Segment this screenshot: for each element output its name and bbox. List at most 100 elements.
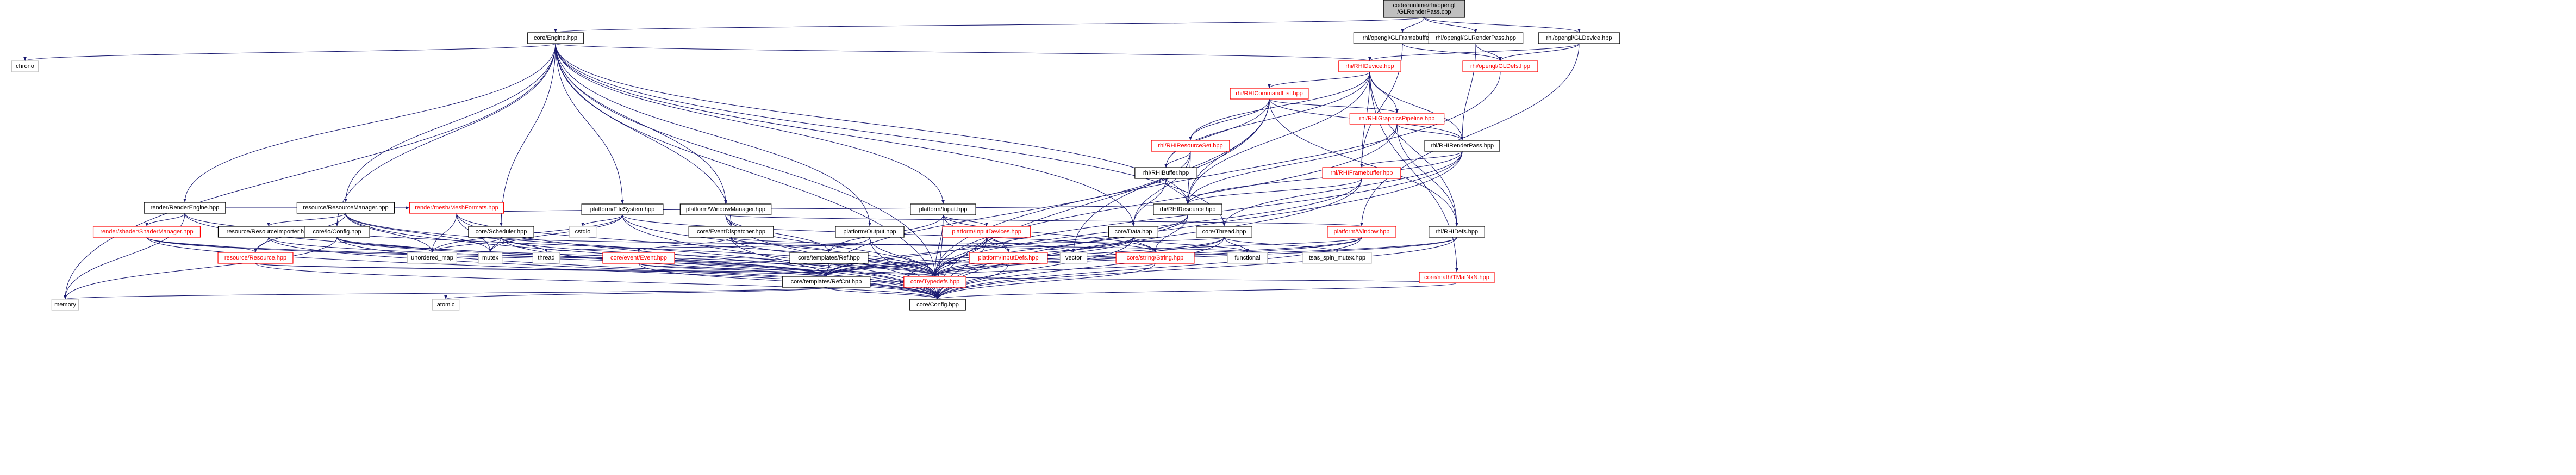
node-n9[interactable]: rhi/RHIGraphicsPipeline.hpp: [1349, 113, 1445, 125]
node-n10[interactable]: rhi/RHIResourceSet.hpp: [1151, 140, 1230, 152]
node-label: core/EventDispatcher.hpp: [697, 229, 765, 235]
edge-n36-n46: [638, 263, 937, 277]
edge-n28-n49: [936, 237, 987, 300]
node-label: core/Engine.hpp: [534, 35, 577, 41]
edge-n31-n45: [825, 237, 1362, 277]
node-label: platform/Window.hpp: [1334, 229, 1390, 235]
node-n7[interactable]: rhi/opengl/GLDefs.hpp: [1462, 60, 1538, 72]
node-box: [1115, 252, 1195, 264]
edge-n45-n49: [826, 287, 939, 300]
edge-n1-n19: [555, 43, 945, 205]
node-n30[interactable]: core/Thread.hpp: [1196, 226, 1252, 238]
node-box: [1134, 167, 1197, 179]
node-n24[interactable]: core/Scheduler.hpp: [468, 226, 534, 238]
node-n26[interactable]: core/EventDispatcher.hpp: [688, 226, 774, 238]
node-n6[interactable]: rhi/RHIDevice.hpp: [1338, 60, 1401, 72]
edge-n44-n49: [936, 282, 1457, 300]
node-n32[interactable]: rhi/RHIDefs.hpp: [1429, 226, 1485, 238]
node-n44[interactable]: core/math/TMatNxN.hpp: [1419, 272, 1495, 283]
node-box: [903, 276, 966, 288]
node-box: [407, 252, 457, 264]
node-label: rhi/RHIFramebuffer.hpp: [1331, 170, 1393, 176]
node-n0[interactable]: code/runtime/rhi/opengl/GLRenderPass.cpp: [1383, 0, 1465, 18]
node-n3[interactable]: rhi/opengl/GLRenderPass.hpp: [1428, 32, 1524, 44]
node-n39[interactable]: platform/InputDefs.hpp: [969, 252, 1048, 264]
node-n49[interactable]: core/Config.hpp: [909, 299, 966, 311]
node-n1[interactable]: core/Engine.hpp: [527, 32, 584, 44]
node-box: [602, 252, 675, 264]
node-n29[interactable]: core/Data.hpp: [1108, 226, 1158, 238]
edge-n1-n6: [555, 43, 1371, 61]
edge-n13-n20: [1186, 178, 1362, 205]
edge-n1-n18: [555, 43, 727, 205]
node-n13[interactable]: rhi/RHIFramebuffer.hpp: [1322, 167, 1401, 179]
node-n16[interactable]: render/mesh/MeshFormats.hpp: [409, 202, 504, 214]
edge-n46-n49: [934, 287, 939, 300]
edge-n41-n49: [936, 263, 1156, 300]
edge-n14-n21: [145, 213, 185, 227]
node-label: core/event/Event.hpp: [610, 255, 667, 261]
node-n36[interactable]: core/event/Event.hpp: [602, 252, 675, 264]
edge-n1-n24: [500, 43, 556, 227]
node-n41[interactable]: core/string/String.hpp: [1115, 252, 1195, 264]
edge-n23-n49: [336, 237, 939, 300]
node-box: [144, 202, 226, 214]
node-n28[interactable]: platform/InputDevices.hpp: [942, 226, 1031, 238]
edge-n1-n47: [64, 43, 556, 300]
edge-n1-n49: [555, 43, 939, 300]
node-n45[interactable]: core/templates/RefCnt.hpp: [782, 276, 871, 288]
node-n46[interactable]: core/Typedefs.hpp: [903, 276, 966, 288]
node-n8[interactable]: rhi/RHICommandList.hpp: [1230, 88, 1309, 100]
edge-n28-n45: [825, 237, 987, 277]
node-label: core/Config.hpp: [916, 301, 959, 308]
node-label: platform/Input.hpp: [919, 206, 968, 213]
node-n4[interactable]: rhi/opengl/GLDevice.hpp: [1538, 32, 1620, 44]
node-n48: atomic: [432, 299, 460, 311]
edge-n9-n20: [1186, 124, 1398, 205]
node-box: [1429, 226, 1485, 238]
edge-n45-n48: [444, 287, 827, 300]
node-n12[interactable]: rhi/RHIBuffer.hpp: [1134, 167, 1197, 179]
edge-n29-n42: [1133, 237, 1249, 253]
node-box: [1230, 88, 1309, 100]
node-box: [581, 203, 664, 215]
edge-n0-n2: [1401, 17, 1425, 33]
node-label: core/io/Config.hpp: [313, 229, 361, 235]
node-n15[interactable]: resource/ResourceManager.hpp: [296, 202, 395, 214]
node-n19[interactable]: platform/Input.hpp: [910, 203, 976, 215]
node-n20[interactable]: rhi/RHIResource.hpp: [1153, 203, 1222, 215]
edge-n23-n47: [64, 237, 338, 300]
node-n2[interactable]: rhi/opengl/GLFramebuffer.hpp: [1353, 32, 1452, 44]
node-box: [1424, 140, 1500, 152]
edge-n6-n11: [1369, 71, 1464, 141]
node-label: thread: [538, 255, 554, 261]
node-label: rhi/opengl/GLDefs.hpp: [1470, 63, 1530, 70]
node-box: [1383, 0, 1465, 18]
node-n21[interactable]: render/shader/ShaderManager.hpp: [92, 226, 201, 238]
node-n31[interactable]: platform/Window.hpp: [1327, 226, 1396, 238]
edge-n0-n4: [1424, 17, 1581, 33]
node-n27[interactable]: platform/Output.hpp: [835, 226, 905, 238]
node-n11[interactable]: rhi/RHIRenderPass.hpp: [1424, 140, 1500, 152]
node-n17[interactable]: platform/FileSystem.hpp: [581, 203, 664, 215]
node-n25: cstdio: [569, 226, 597, 238]
node-box: [1059, 252, 1088, 264]
node-n37[interactable]: core/templates/Ref.hpp: [789, 252, 869, 264]
node-n23[interactable]: core/io/Config.hpp: [304, 226, 370, 238]
node-box: [569, 226, 597, 238]
edge-n15-n35: [345, 213, 492, 253]
node-label: resource/ResourceImporter.hpp: [227, 229, 311, 235]
node-label: unordered_map: [411, 255, 453, 261]
node-box: [942, 226, 1031, 238]
edge-n1-n30: [555, 43, 1226, 227]
edge-n16-n20: [456, 203, 1189, 214]
edge-n6-n10: [1189, 71, 1370, 141]
node-n22[interactable]: resource/ResourceImporter.hpp: [217, 226, 320, 238]
edge-n22-n33: [254, 237, 269, 253]
node-n14[interactable]: render/RenderEngine.hpp: [144, 202, 226, 214]
node-label: atomic: [437, 301, 455, 308]
node-box: [1302, 252, 1372, 264]
node-n33[interactable]: resource/Resource.hpp: [217, 252, 294, 264]
node-n18[interactable]: platform/WindowManager.hpp: [679, 203, 772, 215]
node-box: [1327, 226, 1396, 238]
